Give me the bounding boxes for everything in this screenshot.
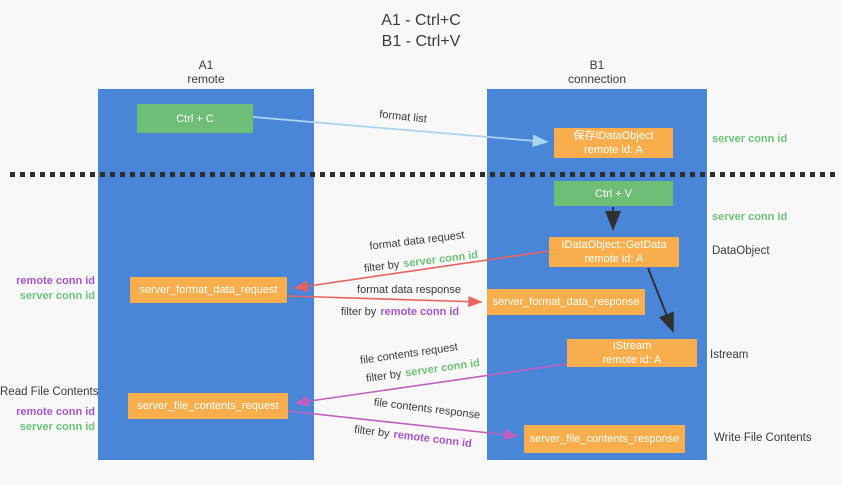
node-save-idataobject-line1: 保存IDataObject	[573, 130, 654, 142]
flow-label-file-contents-response: file contents response	[373, 396, 481, 422]
node-server-format-data-request-label: server_format_data_request	[139, 284, 278, 296]
filter-key-remote-conn-id-2: remote conn id	[392, 428, 473, 451]
left-label-server-conn-id-1: server conn id	[19, 290, 95, 302]
right-label-server-conn-id-2: server conn id	[712, 211, 788, 223]
node-server-format-data-response: server_format_data_response	[487, 289, 645, 315]
node-server-format-data-request: server_format_data_request	[130, 277, 287, 303]
filter-by-text-2: filter by	[340, 306, 377, 318]
node-save-idataobject-line2: remote id: A	[584, 144, 643, 156]
node-idataobject-getdata-line2: remote id: A	[584, 253, 644, 265]
left-lane-name: A1	[198, 58, 214, 72]
node-istream-line1: IStream	[612, 340, 652, 352]
left-label-remote-conn-id-2: remote conn id	[16, 406, 95, 418]
flow-label-format-list: format list	[378, 108, 428, 126]
filter-by-text-3: filter by	[365, 368, 403, 385]
node-idataobject-getdata: IDataObject::GetData remote id: A	[549, 237, 679, 267]
title-line-ctrl-c: A1 - Ctrl+C	[381, 12, 461, 29]
node-istream-line2: remote id: A	[602, 354, 662, 366]
title-line-ctrl-v: B1 - Ctrl+V	[381, 33, 461, 50]
right-label-istream: Istream	[710, 349, 749, 361]
node-istream: IStream remote id: A	[567, 339, 697, 367]
node-ctrl-c: Ctrl + C	[137, 104, 253, 133]
flow-label-format-data-request: format data request	[368, 229, 466, 253]
node-server-file-contents-response-label: server_file_contents_response	[529, 433, 680, 445]
right-lane-name: B1	[589, 58, 605, 72]
node-server-file-contents-response: server_file_contents_response	[524, 425, 685, 453]
node-ctrl-c-label: Ctrl + C	[176, 112, 214, 125]
left-label-server-conn-id-2: server conn id	[19, 421, 95, 433]
left-lane-header: A1 remote	[187, 58, 224, 86]
right-lane-role: connection	[567, 72, 627, 86]
node-server-file-contents-request: server_file_contents_request	[128, 393, 288, 419]
node-ctrl-v: Ctrl + V	[554, 181, 673, 206]
right-label-server-conn-id-1: server conn id	[712, 133, 788, 145]
filter-key-server-conn-id-2: server conn id	[404, 357, 481, 380]
right-label-dataobject: DataObject	[712, 245, 770, 257]
node-ctrl-v-label: Ctrl + V	[595, 187, 632, 200]
node-save-idataobject: 保存IDataObject remote id: A	[554, 128, 673, 158]
flow-label-format-data-response: format data response	[357, 284, 461, 296]
node-server-format-data-response-label: server_format_data_response	[492, 296, 640, 308]
left-label-read-file-contents: Read File Contents	[0, 386, 99, 398]
filter-key-remote-conn-id-1: remote conn id	[380, 306, 460, 318]
filter-by-text-4: filter by	[353, 423, 391, 441]
left-lane-role: remote	[187, 72, 225, 86]
right-label-write-file-contents: Write File Contents	[714, 432, 812, 444]
session-separator-dotted-line	[10, 172, 836, 177]
filter-key-server-conn-id-1: server conn id	[402, 249, 479, 271]
left-label-remote-conn-id-1: remote conn id	[16, 275, 95, 287]
diagram-title: A1 - Ctrl+C B1 - Ctrl+V	[0, 10, 842, 52]
node-idataobject-getdata-line1: IDataObject::GetData	[561, 239, 667, 251]
filter-by-text-1: filter by	[363, 258, 401, 275]
node-server-file-contents-request-label: server_file_contents_request	[137, 400, 279, 412]
right-lane-header: B1 connection	[568, 58, 626, 86]
arrow-format-data-response	[286, 295, 483, 308]
